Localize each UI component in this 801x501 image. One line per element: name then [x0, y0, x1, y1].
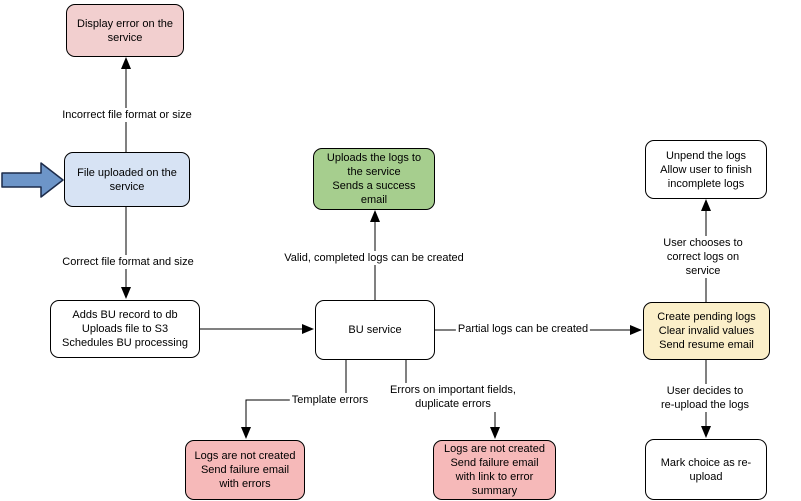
- edge-label-partial-logs: Partial logs can be created: [455, 322, 591, 336]
- edge-label-correct-format: Correct file format and size: [60, 255, 196, 269]
- arrowhead-down-icon: [121, 287, 131, 299]
- arrowhead-down-icon: [490, 427, 500, 439]
- node-create-pending-logs: Create pending logs Clear invalid values…: [643, 302, 770, 360]
- arrowhead-down-icon: [241, 427, 251, 439]
- node-logs-not-created-fields: Logs are not created Send failure email …: [433, 440, 556, 500]
- node-bu-service: BU service: [315, 300, 435, 360]
- node-adds-bu-record: Adds BU record to db Uploads file to S3 …: [50, 300, 200, 358]
- edge-label-user-chooses-correct: User chooses to correct logs on service: [654, 236, 752, 278]
- edge-label-template-errors: Template errors: [289, 393, 371, 407]
- node-unpend-logs: Unpend the logs Allow user to finish inc…: [645, 140, 767, 199]
- edge-label-important-field-errors: Errors on important fields, duplicate er…: [388, 383, 518, 411]
- edge-upload-to-adds-bu: [121, 207, 131, 299]
- node-uploads-logs-success: Uploads the logs to the service Sends a …: [313, 148, 435, 210]
- arrowhead-right-icon: [630, 325, 642, 335]
- edge-bu-service-to-field-errors: [405, 360, 500, 439]
- edge-adds-bu-to-bu-service: [200, 324, 314, 334]
- node-logs-not-created-template: Logs are not created Send failure email …: [185, 440, 305, 500]
- arrowhead-up-icon: [370, 210, 380, 222]
- edge-label-incorrect-format: Incorrect file format or size: [60, 108, 194, 122]
- edge-label-valid-completed: Valid, completed logs can be created: [282, 251, 466, 265]
- node-display-error: Display error on the service: [66, 4, 184, 57]
- edge-upload-to-display-error: [121, 57, 131, 152]
- node-file-uploaded: File uploaded on the service: [64, 152, 190, 207]
- arrowhead-up-icon: [121, 57, 131, 69]
- arrowhead-up-icon: [701, 199, 711, 211]
- input-arrow-icon: [1, 162, 64, 198]
- node-mark-reupload: Mark choice as re- upload: [645, 439, 767, 500]
- edge-label-user-decides-reupload: User decides to re-upload the logs: [657, 384, 753, 412]
- arrowhead-down-icon: [701, 426, 711, 438]
- arrowhead-right-icon: [302, 324, 314, 334]
